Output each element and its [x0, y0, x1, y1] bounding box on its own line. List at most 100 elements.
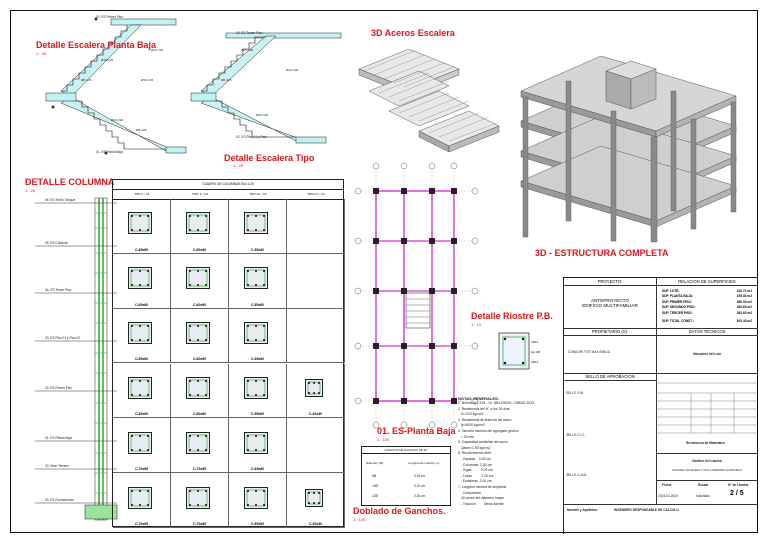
stair-ground-title: Detalle Escalera Planta Baja: [36, 40, 157, 50]
note-line: 7. Longitud mínima de empalme: [458, 484, 507, 489]
notes-lines: 1. Norma ACI 318 - 19, NB1225001, CNBDS-…: [458, 401, 563, 507]
svg-text:Ø8 c/25: Ø8 c/25: [136, 128, 147, 132]
tb-sheetno-heading: N° de Lamina: [728, 483, 749, 487]
surface-row: SUP. LOTE:410.72 m2: [662, 289, 752, 294]
surface-label: SUP. PLANTA BAJA:: [662, 294, 694, 299]
surface-label: SUP. SEGUNDO PISO:: [662, 305, 696, 310]
note-line: - Escaleras 2.00 cm: [458, 479, 492, 484]
column-schedule-cell: [287, 253, 345, 309]
svg-text:Ø8 c/25: Ø8 c/25: [81, 78, 92, 82]
tb-project-cell: PROYECTO: ANTEPROYECTO EDIFICIO MULTIFAM…: [564, 278, 657, 329]
column-section-drawing: [128, 267, 152, 290]
column-schedule-cell: [287, 308, 345, 364]
structure-3d-title: 3D - ESTRUCTURA COMPLETA: [535, 248, 669, 258]
column-section-label: C-30x30: [308, 412, 322, 417]
surface-label: SUP. TOTAL CONST.:: [662, 319, 694, 324]
column-schedule-cell: C-30x30: [287, 473, 345, 528]
column-section-drawing: [186, 376, 210, 399]
hooks-row-2-a: 10Ø: [372, 484, 379, 488]
column-schedule-cell: C-55x60: [229, 253, 287, 309]
stair-ground-top-label: 02. ES Primer Piso: [96, 15, 123, 19]
tb-date: 2024-04-2024: [658, 494, 678, 498]
column-section-drawing: [244, 376, 268, 399]
svg-text:Ø10 c/20: Ø10 c/20: [256, 113, 269, 117]
surface-value: 263.63 m2: [736, 305, 752, 310]
tb-facade-heading: Nombre del Lamina: [692, 459, 722, 463]
tb-scale-heading: Escala: [698, 483, 709, 487]
svg-text:Est Ø8: Est Ø8: [531, 350, 541, 354]
hooks-col-1: Diámetro (Ø): [366, 461, 384, 465]
column-level-3: 04. ES Tercer Piso: [45, 288, 72, 292]
column-schedule-header: TIPO I - C1 TIPO II - C2 TIPO III - C3 T…: [113, 189, 345, 200]
surface-value: 923.43 m2: [736, 319, 752, 324]
column-schedule-cell: C-70x65: [113, 473, 171, 528]
surface-row: SUP. PLANTA BAJA:195.53 m2: [662, 294, 752, 299]
svg-text:Ø10 c/20: Ø10 c/20: [101, 58, 114, 62]
hooks-row-1-b: 0.15 cm: [414, 474, 426, 478]
note-line: - Vigas 2.00 cm: [458, 468, 493, 473]
note-line: 5. Capacidad admisible del suelo: [458, 440, 508, 445]
svg-text:Ø10 c/20: Ø10 c/20: [241, 48, 254, 52]
tb-owner-cell: PROPIETARIO (S): CONDORI TITE MAX EMILIA: [564, 328, 657, 374]
tb-project-name: ANTEPROYECTO EDIFICIO MULTIFAMILIAR: [582, 298, 638, 308]
column-section-drawing: [128, 431, 152, 454]
column-schedule-table: CUADRO DE COLUMNAS Esc:1:20 TIPO I - C1 …: [112, 179, 345, 528]
column-level-4: 03. ES Piso 01 y Piso 02: [45, 336, 81, 340]
structure-3d-svg: [520, 55, 737, 243]
column-detail-title: DETALLE COLUMNA: [25, 177, 115, 187]
column-section-drawing: [244, 267, 268, 290]
tb-meta-row: Fecha Escala N° de Lamina 2024-04-2024 I…: [656, 480, 758, 505]
note-line: - Zapatas 5.00 cm: [458, 456, 491, 461]
column-level-2: 05. ES Cubierta: [45, 241, 68, 245]
note-line: 1. Norma ACI 318 - 19, NB1225001, CNBDS-…: [458, 401, 534, 405]
column-schedule-cell: C-65x60: [113, 199, 171, 254]
note-line: 40 veces del diámetro mayor: [458, 496, 505, 501]
tb-zone-heading: Ubicación del Lote: [692, 352, 722, 356]
column-section-label: C-55x60: [250, 357, 264, 362]
surface-row: SUP. PRIMER PISO:280.93 m2: [662, 300, 752, 305]
column-section-drawing: [186, 486, 210, 509]
column-section-drawing: [244, 486, 268, 509]
column-section-label: C-60x60: [192, 357, 206, 362]
column-section-drawing: [128, 322, 152, 345]
notes-title: NOTAS GENERALES:: [458, 396, 500, 401]
column-schedule-cell: C-70x65: [171, 418, 229, 474]
column-section-drawing: [186, 431, 210, 454]
note-line: f'c=210 kg/cm2: [458, 412, 484, 417]
tb-project-heading: PROYECTO:: [564, 278, 656, 286]
col-type-2: TIPO II - C2: [191, 192, 208, 196]
column-schedule-cell: C-65x60: [229, 473, 287, 528]
column-section-drawing: [186, 267, 210, 290]
column-level-8: 00. ES Fundaciones: [45, 498, 74, 502]
column-elevation-svg: [35, 197, 118, 521]
column-section-label: C-65x60: [134, 412, 148, 417]
column-schedule-cell: C-60x60: [171, 253, 229, 309]
es-plan-scale: 1 : 100: [377, 437, 390, 442]
column-section-label: C-65x60: [134, 247, 148, 252]
hooks-row-3-a: 12Ø: [372, 494, 379, 498]
hooks-col-2: Longitud de Gancho (L): [408, 461, 440, 465]
note-line: - Compresión: [458, 490, 482, 495]
column-level-5: 02. ES Primer Piso: [45, 386, 72, 390]
surface-value: 280.93 m2: [736, 299, 752, 304]
svg-text:Ø10 c/15: Ø10 c/15: [141, 78, 154, 82]
column-schedule-cell: C-30x30: [287, 363, 345, 419]
note-line: - Losas 2.00 cm: [458, 473, 494, 478]
tb-sheet-name: COLUMNA, ESCALERA Y VIGA A INFERIOR PLAN…: [671, 469, 743, 472]
column-section-label: C-70x65: [134, 467, 148, 472]
note-line: 2. Resistencia del H° a los 28 días: [458, 406, 510, 411]
surface-value: 410.72 m2: [736, 289, 752, 293]
svg-text:2Ø12: 2Ø12: [531, 360, 539, 364]
surface-row: SUP. TERCER PISO:263.63 m2: [662, 311, 752, 316]
stair-ground-bottom-label: 01. ES Planta Baja: [96, 150, 123, 154]
surface-row: SUP. TOTAL CONST.: 923.43 m2: [662, 319, 752, 324]
tb-sheetname-cell: Nombre del Lamina COLUMNA, ESCALERA Y VI…: [656, 453, 758, 505]
tb-seal-1: SELLO G.M.: [566, 391, 585, 395]
column-section-drawing: [128, 486, 152, 509]
column-section-drawing: [305, 488, 323, 507]
column-section-label: C-65x60: [134, 302, 148, 307]
